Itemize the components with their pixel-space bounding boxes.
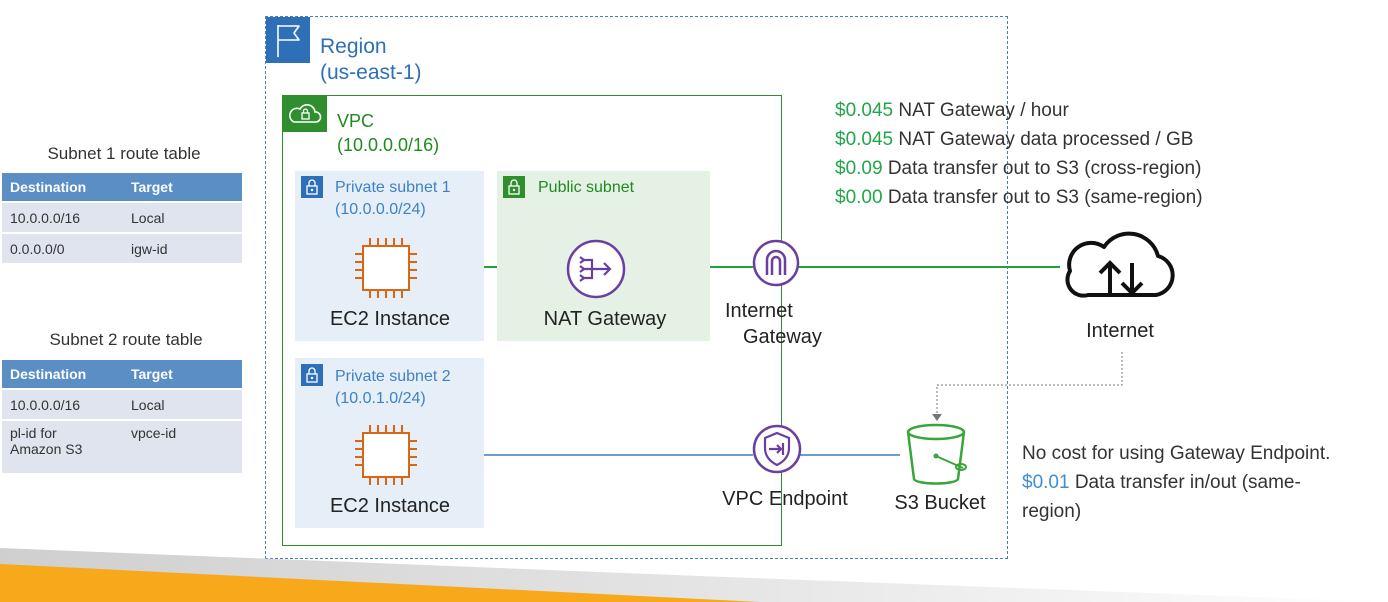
- ec2-instance-2-label: EC2 Instance: [329, 495, 451, 517]
- table-row: 0.0.0.0/0 igw-id: [2, 234, 242, 263]
- cost-text: Data transfer out to S3 (same-region): [882, 187, 1203, 208]
- internet-cloud-icon: [1065, 231, 1175, 298]
- decorative-stripe: [0, 548, 1388, 602]
- lock-icon: [301, 176, 323, 198]
- table-header-row: Destination Target: [2, 173, 242, 201]
- cost-price: $0.09: [835, 158, 883, 179]
- s3-bucket-label: S3 Bucket: [894, 492, 986, 514]
- note-price: $0.01: [1022, 472, 1070, 493]
- subnet-cidr: (10.0.1.0/24): [335, 390, 426, 407]
- table-cell: 0.0.0.0/0: [2, 234, 123, 263]
- vpc-boundary: [282, 95, 782, 546]
- nat-gateway-icon: [566, 239, 626, 299]
- cloud-lock-icon: [283, 96, 327, 132]
- region-subtitle: (us-east-1): [320, 61, 422, 84]
- table-cell: igw-id: [123, 234, 242, 263]
- private-subnet-1-label: Private subnet 1 (10.0.0.0/24): [335, 177, 451, 221]
- internet-gateway-icon: [752, 239, 800, 287]
- table-row: 10.0.0.0/16 Local: [2, 203, 242, 232]
- column-header-target: Target: [123, 360, 242, 388]
- cost-text: NAT Gateway data processed / GB: [893, 129, 1194, 150]
- vpc-cidr: (10.0.0.0/16): [337, 135, 440, 155]
- subnet-cidr: (10.0.0.0/24): [335, 201, 426, 218]
- note-text: Data transfer in/out (same-: [1069, 472, 1301, 493]
- table-cell: Local: [123, 390, 242, 419]
- route-table-1-title: Subnet 1 route table: [47, 144, 201, 163]
- cost-price: $0.045: [835, 100, 894, 121]
- route-table-2-title: Subnet 2 route table: [49, 330, 203, 349]
- cost-text: Data transfer out to S3 (cross-region): [882, 158, 1202, 179]
- ec2-instance-icon: [355, 425, 417, 485]
- s3-bucket-icon: [906, 423, 967, 485]
- table-cell: 10.0.0.0/16: [2, 390, 123, 419]
- lock-icon: [301, 364, 323, 386]
- arrow-head: [932, 414, 942, 421]
- internet-label: Internet: [1086, 320, 1154, 342]
- cost-price: $0.045: [835, 129, 894, 150]
- note-line: No cost for using Gateway Endpoint.: [1022, 443, 1331, 464]
- ec2-instance-icon: [355, 238, 417, 298]
- igw-label-line1: Internet: [725, 300, 793, 322]
- lock-icon: [503, 176, 525, 198]
- cost-list: $0.045 NAT Gateway / hour $0.045 NAT Gat…: [835, 96, 1275, 212]
- nat-gateway-label: NAT Gateway: [543, 308, 667, 330]
- cost-line: $0.00 Data transfer out to S3 (same-regi…: [835, 183, 1275, 212]
- ec2-instance-1-label: EC2 Instance: [329, 308, 451, 330]
- route-table-1: Destination Target 10.0.0.0/16 Local 0.0…: [2, 171, 242, 265]
- table-cell: 10.0.0.0/16: [2, 203, 123, 232]
- column-header-destination: Destination: [2, 173, 123, 201]
- flag-icon: [266, 17, 310, 63]
- vpc-title: VPC: [337, 111, 375, 131]
- table-row: pl-id for Amazon S3 vpce-id: [2, 421, 242, 473]
- table-cell: pl-id for Amazon S3: [2, 421, 123, 473]
- cost-text: NAT Gateway / hour: [893, 100, 1069, 121]
- table-header-row: Destination Target: [2, 360, 242, 388]
- cost-line: $0.09 Data transfer out to S3 (cross-reg…: [835, 154, 1275, 183]
- route-table-2: Destination Target 10.0.0.0/16 Local pl-…: [2, 358, 242, 475]
- note-line: region): [1022, 501, 1082, 522]
- vpc-endpoint-label: VPC Endpoint: [722, 488, 848, 510]
- region-title: Region: [320, 35, 387, 58]
- cost-price: $0.00: [835, 187, 883, 208]
- column-header-target: Target: [123, 173, 242, 201]
- table-row: 10.0.0.0/16 Local: [2, 390, 242, 419]
- table-cell: vpce-id: [123, 421, 242, 473]
- table-cell: Local: [123, 203, 242, 232]
- column-header-destination: Destination: [2, 360, 123, 388]
- public-subnet-label: Public subnet: [538, 179, 635, 196]
- cost-line: $0.045 NAT Gateway / hour: [835, 96, 1275, 125]
- region-boundary: [265, 16, 1008, 559]
- cell-line: Amazon S3: [10, 441, 83, 457]
- note-line: $0.01 Data transfer in/out (same-: [1022, 468, 1382, 497]
- internet-to-s3-dashed-arrow: [936, 352, 1123, 414]
- igw-label-line2: Gateway: [743, 326, 822, 348]
- internet-gateway-label: Internet Gateway: [725, 298, 835, 350]
- subnet-title: Private subnet 2: [335, 368, 451, 385]
- endpoint-cost-note: No cost for using Gateway Endpoint. $0.0…: [1022, 439, 1382, 526]
- subnet-title: Private subnet 1: [335, 179, 451, 196]
- region-label: Region (us-east-1): [320, 34, 422, 86]
- private-subnet-2-label: Private subnet 2 (10.0.1.0/24): [335, 366, 451, 410]
- cost-line: $0.045 NAT Gateway data processed / GB: [835, 125, 1275, 154]
- vpc-label: VPC (10.0.0.0/16): [337, 109, 439, 157]
- vpc-endpoint-icon: [752, 424, 802, 474]
- cell-line: pl-id for: [10, 425, 57, 441]
